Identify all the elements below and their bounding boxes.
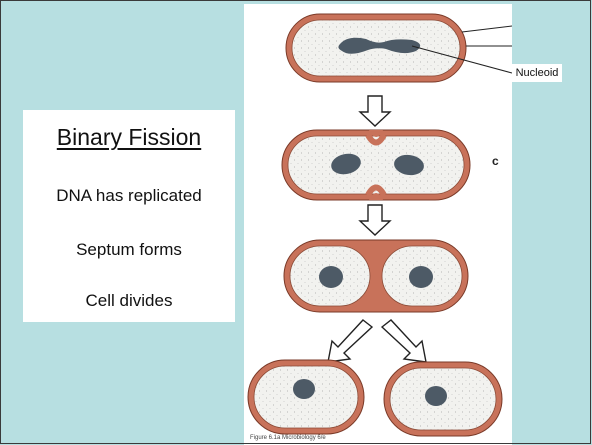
step-dna-replicated: DNA has replicated — [23, 186, 235, 206]
fission-diagram — [244, 4, 512, 445]
step-septum-forms: Septum forms — [23, 240, 235, 260]
cell-stage-3 — [284, 240, 468, 312]
nucleoid-right — [409, 266, 433, 288]
cell-stage-1 — [286, 14, 466, 82]
arrow-down-1 — [360, 96, 390, 126]
text-panel: Binary Fission DNA has replicated Septum… — [23, 110, 235, 322]
slide-title: Binary Fission — [23, 124, 235, 151]
daughter-cell-left — [248, 360, 364, 434]
figure-caption: Figure 6.1a Microbiology 6/e — [250, 435, 326, 441]
daughter-cell-right — [384, 362, 502, 436]
nucleoid-label: Nucleoid — [512, 64, 562, 82]
arrow-split-left — [328, 320, 372, 362]
nucleoid — [293, 379, 315, 399]
nucleoid-left — [319, 266, 343, 288]
step-cell-divides: Cell divides — [23, 291, 235, 311]
arrow-split-right — [382, 320, 426, 362]
nucleoid — [425, 386, 447, 406]
binary-fission-figure: c Figure 6.1a Microbiology 6/e — [244, 4, 512, 445]
arrow-down-2 — [360, 205, 390, 235]
partial-label: c — [492, 154, 499, 168]
cell-stage-2 — [282, 130, 470, 200]
